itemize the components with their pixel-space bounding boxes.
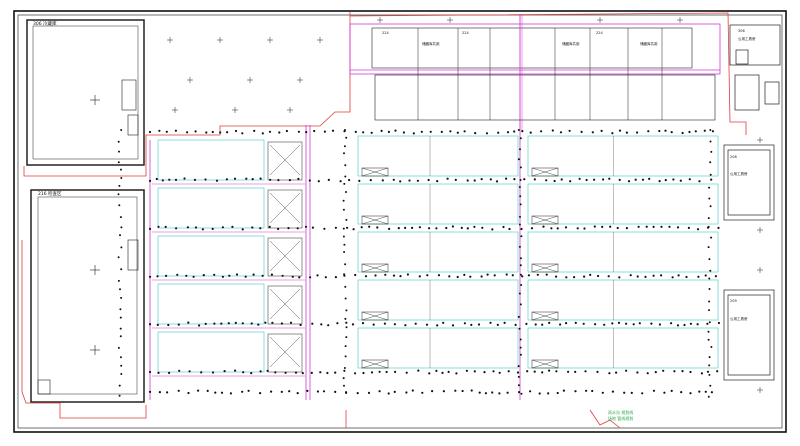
svg-text:224: 224 (596, 31, 603, 35)
svg-text:公用工具房: 公用工具房 (738, 36, 756, 41)
svg-text:208: 208 (730, 155, 737, 159)
svg-text:储藏库共用: 储藏库共用 (640, 41, 658, 46)
shed-left (157, 331, 265, 373)
svg-text:209: 209 (730, 299, 737, 303)
top-shed-labels: 224 储藏库共用 224 储藏库共用 224 储藏库共用 (382, 31, 658, 46)
svg-text:公用工具房: 公用工具房 (730, 316, 748, 321)
top-shed-bays (417, 28, 663, 120)
zone-top-left (26, 19, 145, 166)
survey-crosses (167, 17, 763, 393)
legend-block: 雨水沟 规划线 场地 管线规划 (608, 409, 633, 421)
top-warehouse-block (349, 14, 721, 130)
shed-left (157, 283, 265, 325)
shed-left (157, 187, 265, 229)
label-zone-top-left: 306 冷藏库 (33, 20, 57, 27)
drawing-inner-frame (17, 14, 783, 429)
svg-text:储藏库共用: 储藏库共用 (422, 41, 440, 46)
center-shed-grid (357, 135, 719, 369)
svg-text:雨水沟 规划线: 雨水沟 规划线 (608, 409, 633, 415)
svg-text:224: 224 (382, 31, 389, 35)
zone-left-mid (30, 189, 145, 403)
svg-text:场地 管线规划: 场地 管线规划 (608, 415, 633, 421)
svg-text:储藏库共用: 储藏库共用 (562, 41, 580, 46)
tree-dots (117, 129, 721, 398)
right-building-labels: 306 公用工具房 208 公用工具房 209 公用工具房 (730, 29, 756, 321)
svg-text:公用工具房: 公用工具房 (730, 171, 748, 176)
label-zone-left-mid: 216 检查区 (38, 190, 62, 197)
svg-text:224: 224 (462, 31, 469, 35)
svg-text:306: 306 (738, 29, 745, 33)
right-buildings (723, 24, 781, 381)
drawing-outer-frame (13, 10, 787, 433)
shed-left (157, 235, 265, 277)
shed-left (157, 139, 265, 181)
left-shed-grid (152, 139, 305, 377)
red-boundary (21, 12, 747, 429)
